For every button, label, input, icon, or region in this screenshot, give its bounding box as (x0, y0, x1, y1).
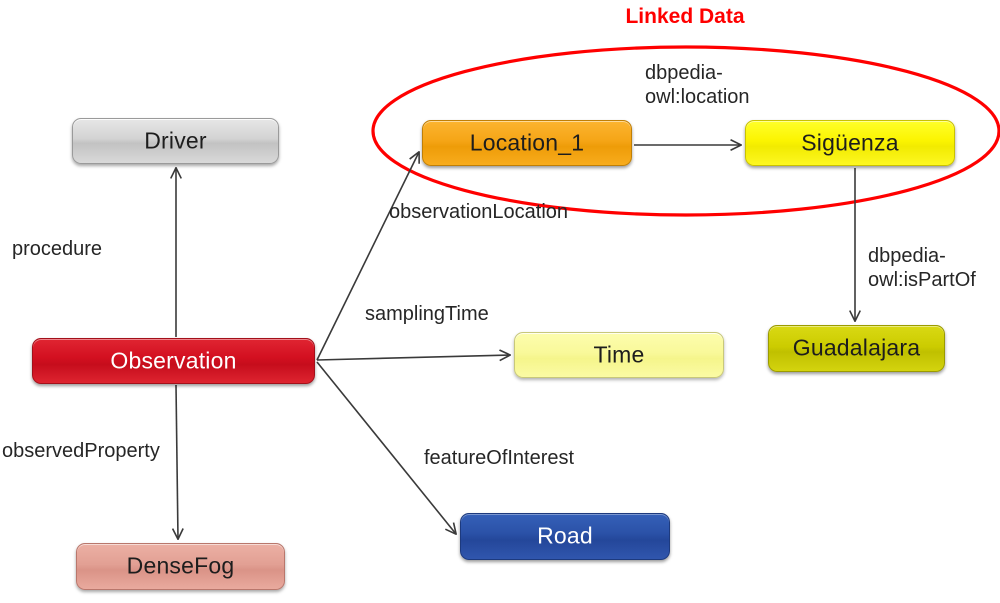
node-driver-label: Driver (144, 127, 207, 153)
linked-data-ellipse (371, 45, 1000, 217)
node-time[interactable]: Time (514, 332, 724, 378)
node-observation[interactable]: Observation (32, 338, 315, 384)
node-densefog[interactable]: DenseFog (76, 543, 285, 590)
node-observation-label: Observation (110, 347, 237, 373)
edge-samplingtime (316, 355, 510, 360)
edge-label-observedproperty: observedProperty (2, 440, 160, 462)
edge-label-dbpedia-location: dbpedia- owl:location (645, 62, 750, 108)
node-siguenza-label: Sigüenza (801, 129, 899, 155)
node-time-label: Time (593, 341, 645, 367)
node-location-1[interactable]: Location_1 (422, 120, 632, 166)
node-road[interactable]: Road (460, 513, 670, 560)
edge-label-procedure: procedure (12, 238, 103, 260)
edge-label-observationlocation: observationLocation (389, 201, 569, 223)
node-driver[interactable]: Driver (72, 118, 279, 164)
node-guadalajara-label: Guadalajara (792, 334, 921, 361)
node-location-1-label: Location_1 (469, 129, 585, 155)
linked-data-title: Linked Data (625, 5, 745, 28)
node-siguenza[interactable]: Sigüenza (745, 120, 955, 166)
node-road-label: Road (537, 522, 593, 549)
node-guadalajara[interactable]: Guadalajara (768, 325, 945, 372)
edge-label-samplingtime: samplingTime (365, 303, 489, 325)
edge-label-featureofinterest: featureOfInterest (424, 447, 575, 469)
edge-label-dbpedia-ispartof: dbpedia- owl:isPartOf (868, 245, 976, 291)
node-densefog-label: DenseFog (126, 552, 235, 579)
edge-observedproperty (176, 384, 178, 539)
edge-observationlocation (316, 152, 419, 361)
edge-featureofinterest (316, 361, 456, 534)
